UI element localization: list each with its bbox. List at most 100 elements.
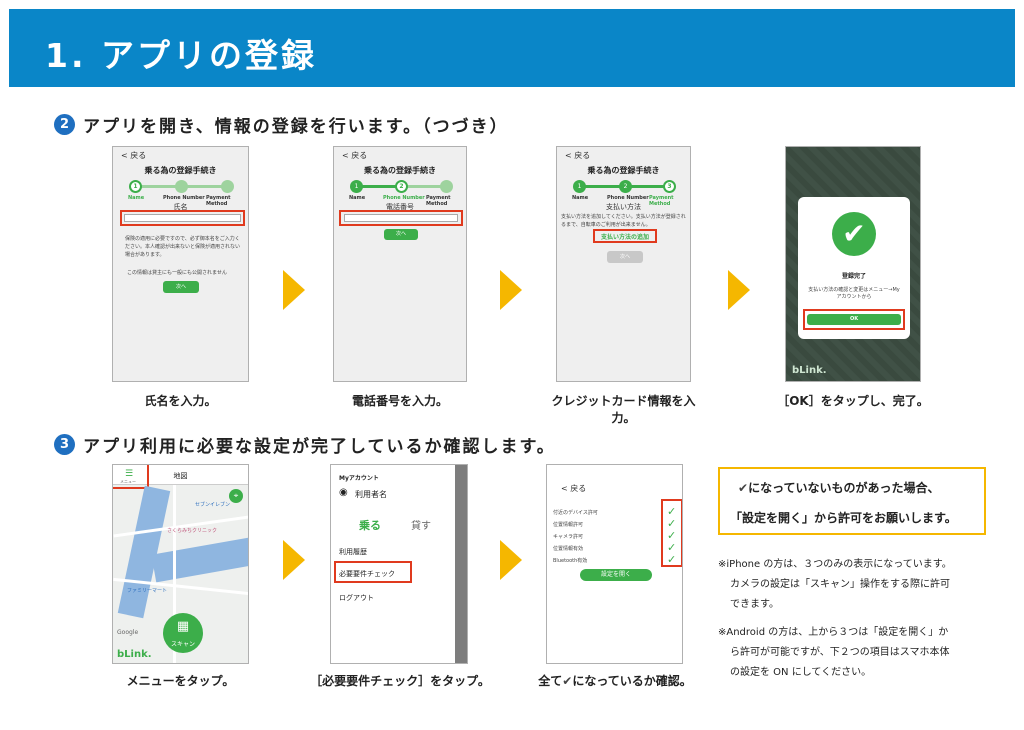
scan-label: スキャン: [170, 641, 195, 648]
menu-label: メニュー: [120, 479, 136, 484]
tab-lend[interactable]: 貸す: [411, 521, 431, 532]
field-label-phone: 電話番号: [386, 203, 414, 211]
back-link[interactable]: < 戻る: [121, 151, 147, 160]
caption-payment: クレジットカード情報を入力。: [551, 394, 696, 425]
step-label-phone: Phone Number: [383, 195, 425, 201]
google-logo: Google: [117, 629, 139, 636]
back-link[interactable]: < 戻る: [342, 151, 368, 160]
remark-android-1: ※Android の方は、上から３つは「設定を開く」か: [718, 627, 949, 638]
remark-iphone-3: できます。: [730, 599, 779, 610]
next-button[interactable]: 次へ: [163, 281, 199, 293]
caption-requirements: ［必要要件チェック］をタップ。: [310, 674, 490, 688]
account-label: Myアカウント: [339, 475, 379, 482]
complete-dialog: ✔ 登録完了 支払い方法の確認と変更はメニュー→Myアカウントから OK: [798, 197, 910, 339]
highlight-box: [803, 309, 905, 330]
requirement-item: 位置情報許可: [553, 522, 584, 528]
menu-highlight-box[interactable]: [113, 465, 149, 489]
chevron-right-arrow-icon: [500, 270, 522, 310]
map-road: [173, 485, 176, 663]
privacy-note: この情報は貸主にも一般にも公開されません: [127, 270, 227, 276]
requirement-item: 付近のデバイス許可: [553, 510, 598, 516]
caption-phone: 電話番号を入力。: [351, 394, 448, 408]
progress-step-2: 2: [619, 180, 632, 193]
section-3-heading: 3 アプリ利用に必要な設定が完了しているか確認します。: [54, 432, 556, 457]
step-label-payment: Payment Method: [426, 195, 451, 207]
add-payment-link[interactable]: 支払い方法の追加: [600, 234, 649, 241]
checkmark-icon: ✓: [667, 505, 677, 518]
name-input[interactable]: [124, 214, 241, 222]
section-3-title: アプリ利用に必要な設定が完了しているか確認します。: [83, 437, 556, 457]
back-link[interactable]: < 戻る: [561, 484, 587, 493]
screenshot-payment-entry: < 戻る 乗る為の登録手続き 1 2 3 Name Phone Number P…: [556, 146, 691, 382]
caption-check-post: になっているか確認。: [572, 674, 692, 688]
map-river-2: [151, 535, 248, 583]
screen-title: 乗る為の登録手続き: [144, 166, 217, 175]
header-banner: 1. アプリの登録: [9, 9, 1015, 87]
menu-item-requirements-check[interactable]: 必要要件チェック: [339, 570, 395, 578]
notice-line-2: 「設定を開く」から許可をお願いします。: [730, 511, 957, 525]
progress-line-done: [356, 185, 402, 188]
caption-check: 全て✔になっているか確認。: [530, 672, 700, 689]
map-title: 地図: [173, 472, 188, 480]
back-link[interactable]: < 戻る: [565, 151, 591, 160]
scan-button[interactable]: ▦ スキャン: [163, 613, 203, 653]
next-button[interactable]: 次へ: [384, 229, 418, 240]
location-icon[interactable]: ⌖: [229, 489, 243, 503]
checkmark-icon: ✓: [667, 541, 677, 554]
section-2-title: アプリを開き、情報の登録を行います。（つづき）: [83, 117, 509, 137]
dialog-text: 支払い方法の確認と変更はメニュー→Myアカウントから: [808, 287, 900, 300]
menu-item-history[interactable]: 利用履歴: [339, 548, 367, 556]
checkmark-icon: ✔: [562, 674, 573, 688]
screen-title: 乗る為の登録手続き: [587, 166, 660, 175]
field-label-name: 氏名: [173, 203, 188, 211]
chevron-right-arrow-icon: [500, 540, 522, 580]
user-name: 利用者名: [355, 490, 387, 499]
notice-text-1: になっていないものがあった場合、: [748, 481, 940, 495]
chevron-right-arrow-icon: [728, 270, 750, 310]
progress-step-3: [221, 180, 234, 193]
screenshot-registration-complete: ✔ 登録完了 支払い方法の確認と変更はメニュー→Myアカウントから OK bLi…: [785, 146, 921, 382]
section-2-heading: 2 アプリを開き、情報の登録を行います。（つづき）: [54, 112, 509, 137]
requirement-item: キャメラ許可: [553, 534, 584, 540]
tab-ride[interactable]: 乗る: [359, 519, 381, 532]
remark-iphone-2: カメラの設定は「スキャン」操作をする際に許可: [730, 579, 950, 590]
checkmark-icon: ✓: [667, 553, 677, 566]
ok-button[interactable]: OK: [807, 314, 901, 325]
checkmark-icon: ✓: [667, 529, 677, 542]
map-place-label: さくらみちクリニック: [167, 528, 218, 534]
progress-step-3: [440, 180, 453, 193]
notice-box: ✔になっていないものがあった場合、 「設定を開く」から許可をお願いします。: [718, 467, 986, 535]
qr-code-icon: ▦: [176, 619, 190, 634]
next-button[interactable]: 次へ: [607, 251, 643, 263]
map-header: [113, 465, 248, 485]
highlight-box: [334, 561, 412, 583]
caption-check-pre: 全て: [538, 674, 563, 688]
remark-iphone-1: ※iPhone の方は、３つのみの表示になっています。: [718, 559, 952, 570]
dimmed-overlay: [455, 465, 467, 663]
screenshot-map-home: 地図 ☰ メニュー さくらみちクリニック ファミリーマート セブンイレブン ⌖ …: [112, 464, 249, 664]
menu-item-logout[interactable]: ログアウト: [339, 594, 374, 602]
phone-input[interactable]: [344, 214, 458, 222]
notice-line-1: ✔になっていないものがあった場合、: [738, 479, 939, 496]
step-number-badge: 2: [54, 114, 75, 135]
highlight-box: [661, 499, 682, 567]
step-number-badge: 3: [54, 434, 75, 455]
progress-step-1: 1: [573, 180, 586, 193]
checkmark-icon: ✔: [832, 212, 876, 256]
step-label-name: Name: [128, 195, 145, 201]
checkmark-icon: ✔: [738, 481, 749, 495]
step-label-phone: Phone Number: [607, 195, 649, 201]
remark-android-3: の設定を ON にしてください。: [730, 667, 872, 678]
brand-logo: bLink.: [117, 649, 152, 660]
map-place-label: セブンイレブン: [195, 502, 231, 508]
screenshot-side-menu: Myアカウント ◉ 利用者名 乗る 貸す 利用履歴 必要要件チェック ログアウト: [330, 464, 468, 664]
open-settings-button[interactable]: 設定を開く: [580, 569, 652, 581]
checkmark-icon: ✓: [667, 517, 677, 530]
requirement-item: Bluetooth有効: [553, 558, 588, 564]
progress-step-3: 3: [663, 180, 676, 193]
caption-menu: メニューをタップ。: [126, 674, 235, 688]
highlight-box: [120, 210, 245, 226]
progress-step-2: 2: [395, 180, 408, 193]
step-label-name: Name: [572, 195, 589, 201]
caption-name: 氏名を入力。: [144, 394, 217, 408]
